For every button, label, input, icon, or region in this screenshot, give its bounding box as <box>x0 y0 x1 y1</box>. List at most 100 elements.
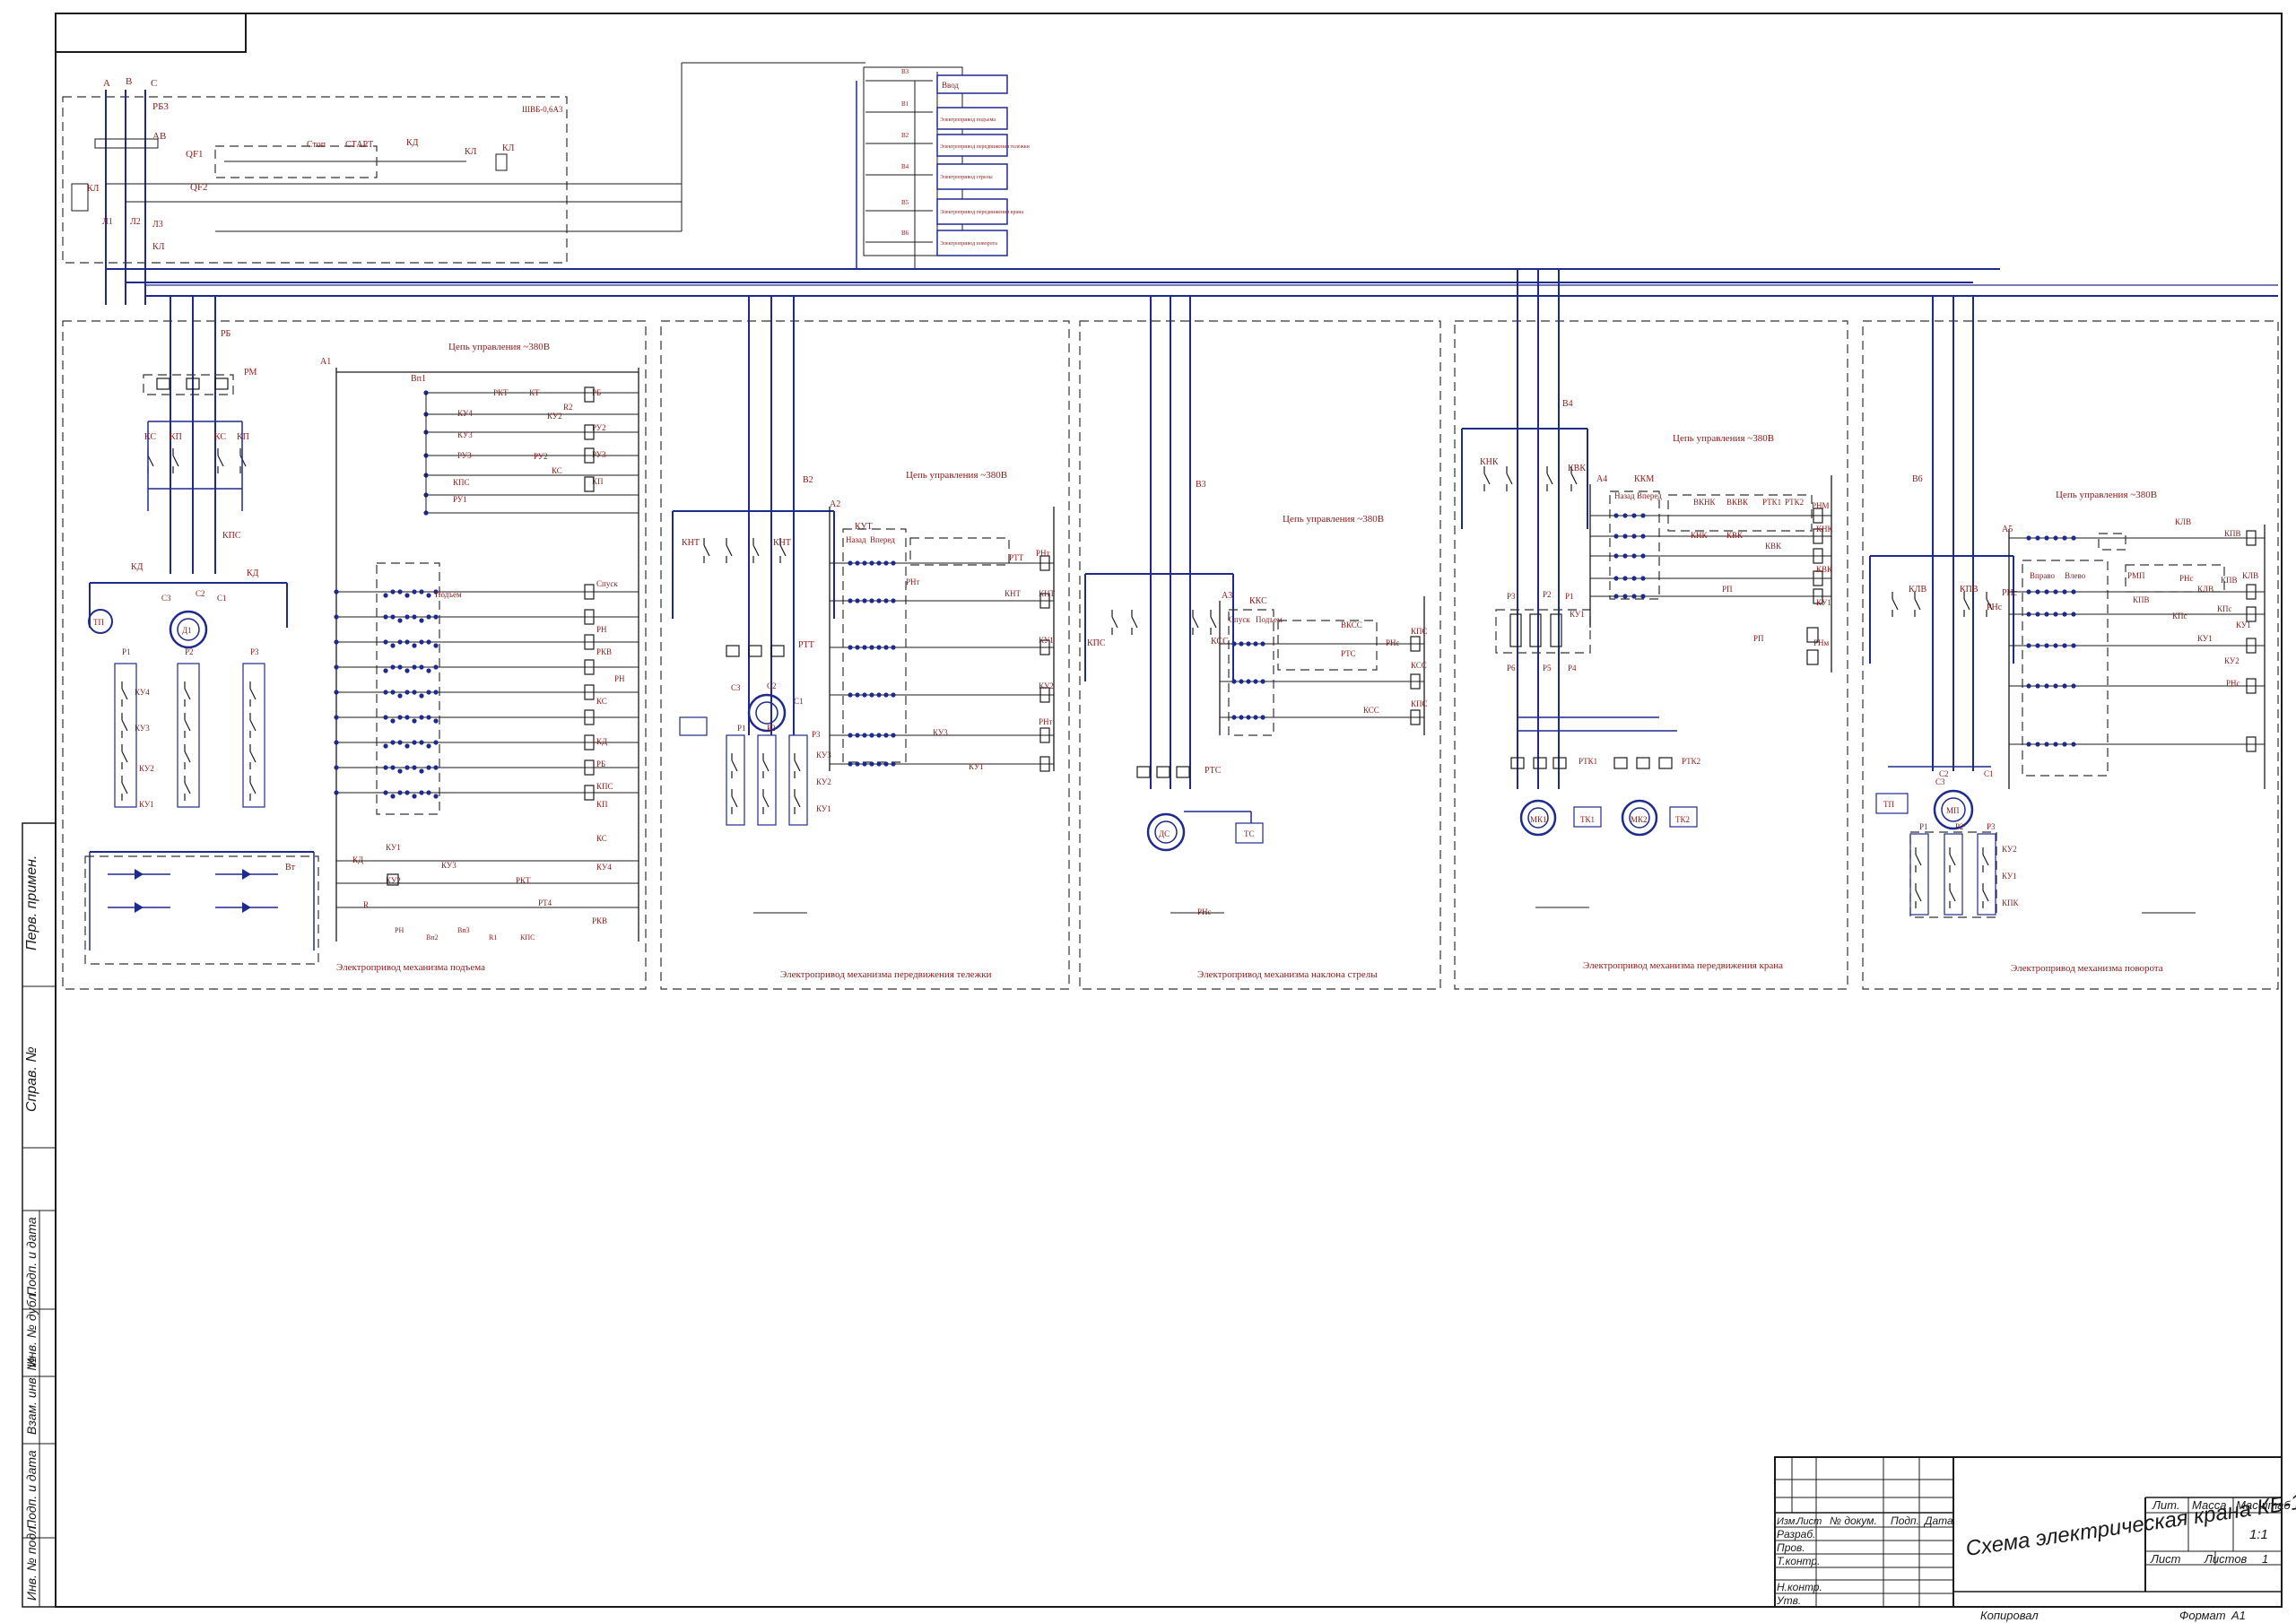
circuit-label: КПВ <box>2221 576 2238 585</box>
circuit-label: РН <box>614 674 625 683</box>
circuit-label: Р6 <box>1507 664 1516 673</box>
circuit-label: КУ3 <box>933 728 948 737</box>
drawing-frame <box>55 13 2283 1608</box>
circuit-label: КПс <box>2172 612 2187 621</box>
circuit-label: РКВ <box>592 916 607 925</box>
circuit-label: Д1 <box>182 626 192 635</box>
circuit-label: РНс <box>2002 588 2018 598</box>
circuit-label: ТК1 <box>1580 815 1595 824</box>
circuit-label: А1 <box>320 357 331 367</box>
circuit-label: КПС <box>596 782 613 791</box>
tb-col-list: Лист <box>1796 1516 1822 1527</box>
circuit-label: РУ3 <box>457 451 472 460</box>
circuit-label: КУ2 <box>386 876 401 885</box>
circuit-label: КУ1 <box>816 804 831 813</box>
circuit-label: КС <box>144 432 156 442</box>
label-start: СТАРТ <box>345 140 373 150</box>
legend-code-1: В1 <box>901 100 909 108</box>
phase-c: C <box>151 78 157 89</box>
circuit-label: С2 <box>1939 769 1949 778</box>
circuit-label: КВК <box>1726 531 1744 540</box>
circuit-label: А4 <box>1596 474 1607 484</box>
circuit-label: КЛВ <box>1909 585 1926 595</box>
circuit-label: КУ2 <box>816 777 831 786</box>
circuit-label: КПВ <box>2224 529 2241 538</box>
circuit-label: Р1 <box>122 647 131 656</box>
circuit-label: КУ1 <box>1816 598 1831 607</box>
section-frame-hoist <box>62 320 647 990</box>
circuit-label: РКВ <box>596 647 612 656</box>
circuit-label: КПС <box>1411 627 1428 636</box>
circuit-label: РТС <box>1341 649 1356 658</box>
circuit-label: КПВ <box>1960 585 1979 595</box>
circuit-label: ВКВК <box>1726 498 1749 507</box>
caption-hoist: Электропривод механизма подъема <box>336 962 485 973</box>
circuit-label: Р2 <box>1543 590 1552 599</box>
circuit-label: КСС <box>1411 661 1427 670</box>
circuit-label: ККС <box>1249 596 1267 606</box>
circuit-label: Подъем <box>435 590 462 599</box>
circuit-label: РНс <box>2179 574 2194 583</box>
stamp-first-use: Перв. примен. <box>24 855 39 950</box>
circuit-label: КНТ <box>1004 589 1022 598</box>
circuit-label: КВК <box>1568 464 1586 473</box>
stamp-ref-no: Справ. № <box>24 1046 39 1112</box>
circuit-label: КПК <box>2002 898 2020 907</box>
tb-lit: Лит. <box>2152 1498 2179 1512</box>
tb-col-izm: Изм. <box>1777 1516 1797 1527</box>
circuit-label: ККМ <box>1634 474 1654 484</box>
tb-role-dev: Разраб. <box>1777 1528 1815 1541</box>
circuit-label: Р3 <box>812 730 821 739</box>
tb-mass: Масса <box>2192 1498 2226 1512</box>
control-title-trolley: Цепь управления ~380В <box>906 470 1007 481</box>
circuit-label: С1 <box>1984 769 1994 778</box>
circuit-label: КУ2 <box>2224 656 2239 665</box>
control-title-hoist: Цепь управления ~380В <box>448 342 550 352</box>
circuit-label: С3 <box>1935 777 1945 786</box>
circuit-label: РУ2 <box>592 423 606 432</box>
tb-sheets-value: 1 <box>2262 1552 2268 1566</box>
circuit-label: Вп2 <box>426 933 439 942</box>
legend-code-5: В6 <box>901 230 909 237</box>
circuit-label: R1 <box>489 933 497 942</box>
legend-label-5: Электропривод поворота <box>940 241 997 247</box>
legend-code-2: В2 <box>901 132 909 139</box>
circuit-label: Спуск <box>1229 615 1250 624</box>
label-l1: Л1 <box>102 217 113 227</box>
circuit-label: КУТ <box>855 522 873 532</box>
circuit-label: А3 <box>1222 591 1232 601</box>
label-kd: КД <box>406 138 419 148</box>
circuit-label: МП <box>1946 806 1960 815</box>
circuit-label: КУ2 <box>547 412 562 421</box>
circuit-label: КУ1 <box>969 762 984 771</box>
circuit-label: КС <box>552 466 562 475</box>
circuit-label: РТТ <box>1009 553 1024 562</box>
phase-a: A <box>103 78 110 89</box>
circuit-label: КЛВ <box>2197 585 2213 594</box>
circuit-label: КУ3 <box>816 751 831 759</box>
circuit-label: КУ1 <box>2236 621 2251 629</box>
circuit-label: РНм <box>1813 638 1830 647</box>
stamp-dub-no: Инв. № дубл. <box>24 1290 39 1367</box>
legend-label-0: Ввод <box>942 81 959 90</box>
circuit-label: КЛВ <box>2242 571 2258 580</box>
circuit-label: РТС <box>1205 766 1222 776</box>
circuit-label: Назад <box>846 535 866 544</box>
circuit-label: КПС <box>453 478 470 487</box>
circuit-label: Вправо <box>2030 571 2056 580</box>
label-kl-left: КЛ <box>87 184 100 194</box>
circuit-label: РНс <box>1197 907 1212 916</box>
tb-role-check: Пров. <box>1777 1541 1805 1554</box>
circuit-label: КУ1 <box>2197 634 2213 643</box>
circuit-label: РНт <box>1036 549 1050 558</box>
caption-crane: Электропривод механизма передвижения кра… <box>1583 960 1783 971</box>
circuit-label: РКТ <box>516 876 531 885</box>
circuit-label: КУ1 <box>386 843 401 852</box>
tb-role-tcontrol: Т.контр. <box>1777 1555 1820 1567</box>
circuit-label: МК2 <box>1631 815 1648 824</box>
label-qf1: QF1 <box>186 149 204 160</box>
